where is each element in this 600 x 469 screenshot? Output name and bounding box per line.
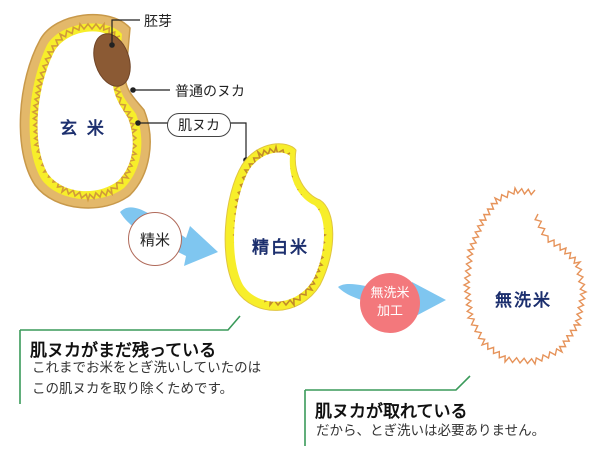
ordinary-bran-label: 普通のヌカ xyxy=(175,84,245,100)
wash-free-process-circle: 無洗米 加工 xyxy=(360,273,420,333)
wash-free-process-label-line1: 無洗米 xyxy=(370,286,410,301)
skin-bran-leader-line-2 xyxy=(228,122,247,160)
brown-rice-label: 玄 米 xyxy=(60,119,106,139)
brown-rice-serrated-edge xyxy=(31,21,138,203)
white-rice-note-title: 肌ヌカがまだ残っている xyxy=(30,341,217,361)
germ-label: 胚芽 xyxy=(144,14,172,30)
wash-free-note-bracket xyxy=(304,375,471,446)
germ xyxy=(93,33,131,87)
white-rice-grain xyxy=(224,143,334,311)
note-brackets xyxy=(19,315,471,446)
brown-rice-grain xyxy=(19,14,151,209)
wash-free-rice-label: 無洗米 xyxy=(495,291,552,311)
wash-free-process-label-line2: 加工 xyxy=(376,304,403,319)
white-rice-note-line2: この肌ヌカを取り除くためです。 xyxy=(32,381,234,397)
wash-free-note-title: 肌ヌカが取れている xyxy=(315,402,468,422)
polishing-process-circle: 精米 xyxy=(128,212,182,266)
germ-leader-line xyxy=(111,19,140,45)
polishing-process-label: 精米 xyxy=(139,230,170,249)
white-rice-label: 精白米 xyxy=(252,238,309,258)
wash-free-rice-grain xyxy=(462,185,588,366)
white-rice-note-line1: これまでお米をとぎ洗いしていたのは xyxy=(32,360,262,376)
wash-free-rice-serrated-outline xyxy=(462,185,588,366)
white-rice-note-bracket xyxy=(19,315,241,404)
wash-free-note-line1: だから、とぎ洗いは必要ありません。 xyxy=(316,423,546,439)
white-rice-inner-body xyxy=(234,152,324,302)
skin-bran-label: 肌ヌカ xyxy=(167,113,231,137)
